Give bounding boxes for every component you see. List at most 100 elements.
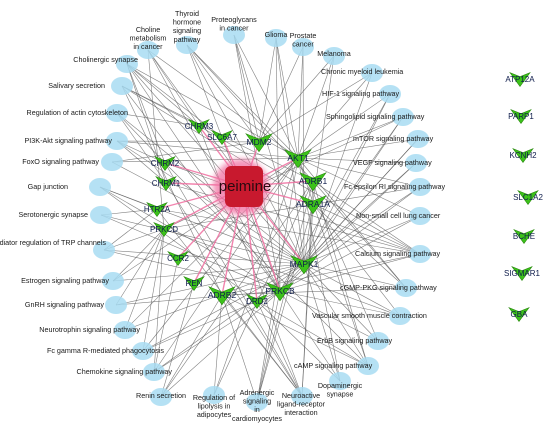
pathway-node-inflammatory-mediator-regulation-of-trp-channels[interactable] (93, 241, 115, 259)
edge-dopaminergic-synapse-prkcb (279, 290, 341, 382)
edge-thyroid-hormone-signaling-pathway-mapk1 (186, 44, 305, 265)
hub-layer: peimine (213, 159, 271, 215)
edge-foxo-signaling-pathway-mapk1 (111, 161, 305, 265)
gene-node-drd2[interactable] (246, 294, 268, 309)
gene-node-chrm1[interactable] (155, 176, 177, 191)
pathway-label-estrogen-signaling-pathway: Estrogen signaling pathway (21, 276, 109, 285)
isolated-gene-node-slc1a2[interactable] (517, 190, 539, 205)
edge-regulation-of-lipolysis-in-adipocytes-adrb1 (213, 180, 314, 396)
pathway-node-sphingolipid-signaling-pathway[interactable] (392, 108, 414, 126)
pathway-node-cgmp-pkg-signaling-pathway[interactable] (395, 279, 417, 297)
gene-node-slc6a7[interactable] (211, 130, 233, 145)
pathway-node-non-small-cell-lung-cancer[interactable] (409, 207, 431, 225)
gene-node-chrm3[interactable] (188, 119, 210, 134)
gene-node-ccr2[interactable] (167, 251, 189, 266)
edge-camp-signaling-pathway-adrb1 (312, 180, 369, 367)
isolated-gene-node-sigmar1[interactable] (511, 266, 533, 281)
pathway-node-proteoglycans-in-cancer[interactable] (223, 26, 245, 44)
edge-camp-signaling-pathway-akt1 (297, 157, 369, 367)
edge-regulation-of-lipolysis-in-adipocytes-adrb2 (213, 294, 223, 396)
pathway-node-cholinergic-synapse[interactable] (116, 55, 138, 73)
edge-proteoglycans-in-cancer-prkcb (233, 34, 281, 292)
gene-node-mdm2[interactable] (245, 133, 273, 153)
pathway-node-neuroactive-ligand-receptor-interaction[interactable] (291, 387, 313, 405)
edge-erbb-signaling-pathway-prkcb (279, 290, 379, 342)
edge-regulation-of-actin-cytoskeleton-chrm2 (116, 112, 166, 164)
pathway-node-vascular-smooth-muscle-contraction[interactable] (389, 307, 411, 325)
pathway-node-gnrh-signaling-pathway[interactable] (105, 296, 127, 314)
edge-non-small-cell-lung-cancer-mapk1 (303, 215, 421, 265)
edge-glioma-prkcb (275, 37, 281, 292)
pathway-node-estrogen-signaling-pathway[interactable] (102, 272, 124, 290)
pathway-label-sphingolipid-signaling-pathway: Sphingolipid signaling pathway (326, 112, 425, 121)
gene-node-adra1a[interactable] (299, 195, 327, 215)
edge-sphingolipid-signaling-pathway-akt1 (297, 116, 404, 159)
gene-node-akt1[interactable] (284, 149, 312, 169)
pathway-node-foxo-signaling-pathway[interactable] (101, 153, 123, 171)
pathway-node-prostate-cancer[interactable] (292, 38, 314, 56)
isolated-gene-node-kcnh2[interactable] (512, 148, 534, 163)
pathway-node-adrenergic-signaling-in-cardiomyocytes[interactable] (246, 393, 268, 411)
pathway-node-glioma[interactable] (265, 29, 287, 47)
gene-node-adrb2[interactable] (208, 286, 236, 306)
hub-node-peimine[interactable] (225, 166, 263, 207)
pathway-label-erbb-signaling-pathway: ErbB signaling pathway (317, 336, 393, 345)
isolated-gene-node-bche[interactable] (513, 229, 535, 244)
gene-node-ren[interactable] (183, 276, 205, 291)
edge-thyroid-hormone-signaling-pathway-mdm2 (186, 44, 260, 143)
pathway-node-hif-1-signaling-pathway[interactable] (379, 85, 401, 103)
gene-label-htr2a: HTR2A (144, 205, 171, 214)
pathway-node-choline-metabolism-in-cancer[interactable] (137, 41, 159, 59)
gene-label-prkcd: PRKCD (150, 225, 178, 234)
edge-vascular-smooth-muscle-contraction-adra1a (312, 203, 401, 317)
isolated-gene-node-gba[interactable] (508, 307, 530, 322)
pathway-node-calcium-signaling-pathway[interactable] (409, 245, 431, 263)
edge-calcium-signaling-pathway-adrb1 (312, 180, 421, 255)
edge-neuroactive-ligand-receptor-interaction-chrm1 (165, 182, 303, 397)
edge-melanoma-mdm2 (258, 55, 335, 143)
pathway-node-fc-epsilon-ri-signaling-pathway[interactable] (409, 178, 431, 196)
pathway-node-renin-secretion[interactable] (150, 388, 172, 406)
edge-foxo-signaling-pathway-mdm2 (111, 141, 260, 163)
edge-calcium-signaling-pathway-htr2a (156, 208, 421, 255)
pathway-node-thyroid-hormone-signaling-pathway[interactable] (176, 36, 198, 54)
pathway-node-neurotrophin-signaling-pathway[interactable] (114, 321, 136, 339)
pathway-node-salivary-secretion[interactable] (111, 77, 133, 95)
gene-node-chrm2[interactable] (154, 156, 176, 171)
edge-cgmp-pkg-signaling-pathway-adra1a (312, 203, 407, 289)
gene-node-adrb1[interactable] (299, 172, 327, 192)
gene-node-htr2a[interactable] (146, 202, 168, 217)
pathway-label-cholinergic-synapse: Cholinergic synapse (73, 55, 138, 64)
pathway-node-dopaminergic-synapse[interactable] (329, 372, 351, 390)
pathway-label-chronic-myeloid-leukemia: Chronic myeloid leukemia (321, 67, 403, 76)
pathway-node-serotonergic-synapse[interactable] (90, 206, 112, 224)
pathway-node-mtor-signaling-pathway[interactable] (407, 130, 429, 148)
edge-choline-metabolism-in-cancer-chrm3 (147, 49, 200, 127)
pathway-node-gap-junction[interactable] (89, 178, 111, 196)
pathway-node-melanoma[interactable] (323, 47, 345, 65)
pathway-node-regulation-of-actin-cytoskeleton[interactable] (106, 104, 128, 122)
pathway-node-chronic-myeloid-leukemia[interactable] (361, 64, 383, 82)
edge-gnrh-signaling-pathway-prkcb (115, 290, 281, 306)
isolated-gene-node-atp12a[interactable] (509, 72, 531, 87)
pathway-node-erbb-signaling-pathway[interactable] (367, 332, 389, 350)
gene-label-ccr2: CCR2 (167, 254, 189, 263)
gene-node-prkcd[interactable] (153, 222, 175, 237)
pathway-node-regulation-of-lipolysis-in-adipocytes[interactable] (203, 386, 225, 404)
gene-node-prkcb[interactable] (266, 282, 294, 302)
edge-adrenergic-signaling-in-cardiomyocytes-adrb2 (221, 294, 258, 403)
gene-label-adra1a: ADRA1A (296, 199, 330, 209)
pathway-node-pi3k-akt-signaling-pathway[interactable] (106, 132, 128, 150)
gene-node-mapk1[interactable] (290, 255, 318, 275)
pathway-node-vegf-signaling-pathway[interactable] (405, 154, 427, 172)
pathway-node-fc-gamma-r-mediated-phagocytosis[interactable] (132, 342, 154, 360)
pathway-node-camp-signaling-pathway[interactable] (357, 357, 379, 375)
isolated-gene-node-parp1[interactable] (510, 109, 532, 124)
pathway-node-chemokine-signaling-pathway[interactable] (143, 363, 165, 381)
pathway-label-melanoma: Melanoma (317, 49, 351, 58)
edge-calcium-signaling-pathway-prkcb (279, 253, 421, 292)
isolated-gene-label-bche: BCHE (513, 232, 535, 241)
